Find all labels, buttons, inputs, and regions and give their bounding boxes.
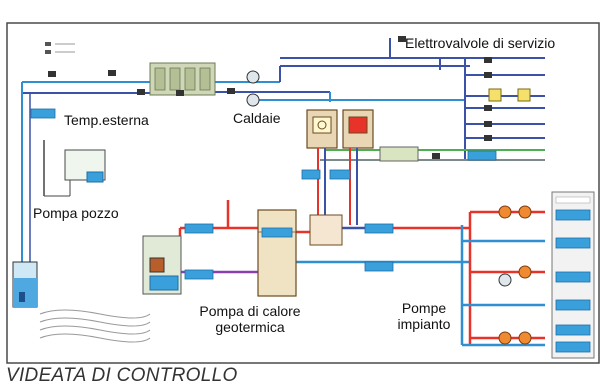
boiler-icon[interactable]	[306, 109, 338, 149]
pump-icon[interactable]	[498, 265, 532, 287]
exchanger-module	[149, 62, 216, 96]
buffer-tank	[309, 214, 343, 246]
pump-icon[interactable]	[246, 70, 260, 84]
heat-pump[interactable]	[257, 209, 297, 297]
label-pompe-impianto: Pompe impianto	[384, 300, 464, 332]
tank-icon	[12, 261, 38, 308]
valve-icons[interactable]	[48, 36, 492, 159]
legend	[45, 42, 75, 54]
label-caldaie: Caldaie	[233, 110, 281, 126]
pump-icon[interactable]	[498, 205, 532, 219]
label-temp-esterna: Temp.esterna	[64, 112, 149, 128]
heat-pump-pipes	[178, 200, 545, 347]
boiler-icon[interactable]	[342, 109, 374, 149]
label-pompe-impianto-line1: Pompe	[401, 300, 447, 316]
header-pipes	[22, 38, 545, 161]
pump-icon[interactable]	[498, 331, 532, 345]
label-pompa-pozzo: Pompa pozzo	[33, 205, 119, 221]
solenoid-valve[interactable]	[517, 88, 531, 102]
label-pompa-calore: Pompa di calore geotermica	[186, 303, 314, 335]
geothermal-loops	[39, 309, 151, 343]
manifold-icon	[379, 146, 419, 162]
page-title: VIDEATA DI CONTROLLO	[6, 365, 238, 386]
label-pompe-impianto-line2: impianto	[397, 316, 451, 332]
frame	[6, 22, 600, 364]
label-pompa-calore-line1: Pompa di calore	[199, 303, 301, 319]
zone-displays[interactable]	[555, 209, 591, 353]
pump-icon[interactable]	[246, 93, 260, 107]
label-elettrovalvole: Elettrovalvole di servizio	[405, 35, 556, 51]
label-pompa-calore-line2: geotermica	[215, 319, 285, 335]
value-displays[interactable]	[30, 108, 497, 280]
solenoid-valve[interactable]	[488, 88, 502, 102]
